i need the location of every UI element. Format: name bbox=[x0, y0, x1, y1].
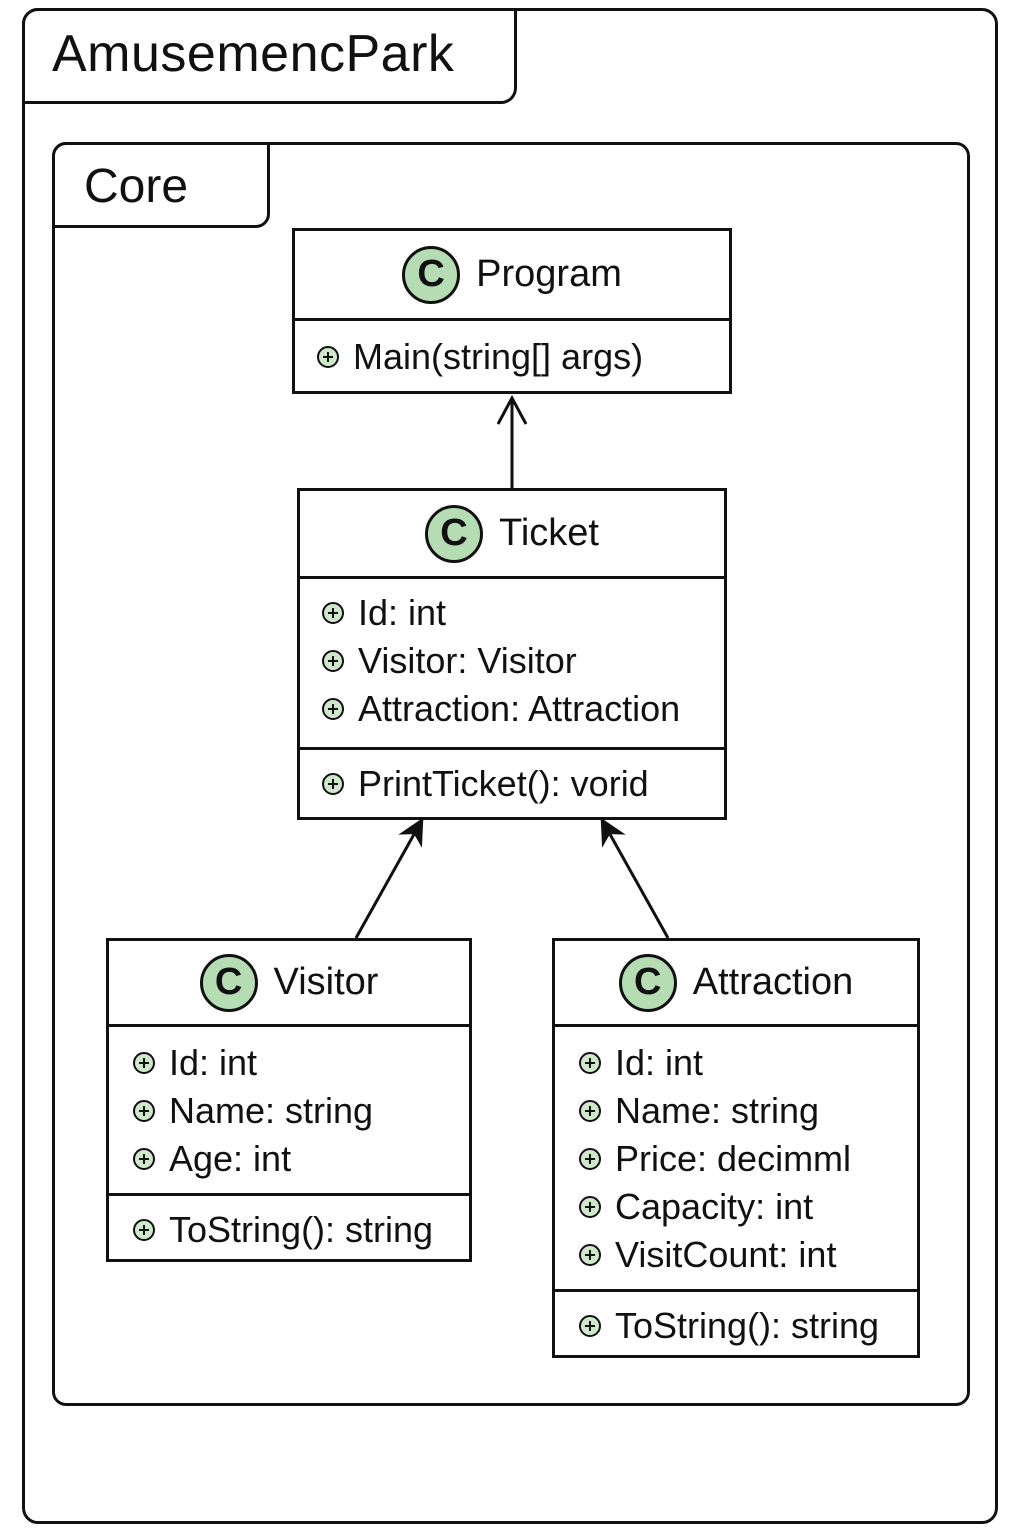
attributes-attraction: Id: int Name: string Price: decimml Capa… bbox=[555, 1027, 917, 1289]
method-row: Main(string[] args) bbox=[317, 333, 729, 381]
public-plus-icon bbox=[579, 1196, 601, 1218]
attribute-text: Id: int bbox=[169, 1042, 258, 1083]
class-header-program: C Program bbox=[295, 231, 729, 321]
public-plus-icon bbox=[579, 1052, 601, 1074]
method-text: Main(string[] args) bbox=[353, 336, 644, 377]
method-row: PrintTicket(): vorid bbox=[322, 760, 724, 808]
class-name-ticket: Ticket bbox=[499, 512, 599, 554]
public-plus-icon bbox=[322, 698, 344, 720]
package-title-amusemencpark: AmusemencPark bbox=[52, 25, 455, 83]
attribute-row: Age: int bbox=[133, 1135, 469, 1183]
attribute-row: Price: decimml bbox=[579, 1135, 917, 1183]
class-c-icon: C bbox=[618, 953, 677, 1012]
relation-visitor-ticket bbox=[354, 817, 424, 939]
class-name-attraction: Attraction bbox=[692, 961, 854, 1003]
class-name-visitor: Visitor bbox=[273, 961, 379, 1003]
class-header-ticket: C Ticket bbox=[300, 491, 724, 579]
class-ticket: C Ticket Id: int Visitor: Visitor Attrac… bbox=[297, 488, 727, 820]
package-core bbox=[52, 142, 970, 1406]
open-arrowhead-program bbox=[496, 394, 528, 425]
attribute-row: Attraction: Attraction bbox=[322, 685, 724, 733]
methods-visitor: ToString(): string bbox=[109, 1193, 469, 1254]
attribute-text: Name: string bbox=[615, 1090, 820, 1131]
attribute-row: Id: int bbox=[579, 1039, 917, 1087]
methods-attraction: ToString(): string bbox=[555, 1289, 917, 1350]
attribute-text: Capacity: int bbox=[615, 1186, 814, 1227]
attribute-text: Name: string bbox=[169, 1090, 374, 1131]
public-plus-icon bbox=[322, 602, 344, 624]
relation-attraction-ticket bbox=[600, 817, 670, 939]
method-text: PrintTicket(): vorid bbox=[358, 763, 649, 804]
method-row: ToString(): string bbox=[579, 1302, 917, 1350]
class-header-attraction: C Attraction bbox=[555, 941, 917, 1027]
package-tab-core bbox=[52, 142, 270, 228]
attribute-text: Id: int bbox=[358, 592, 447, 633]
public-plus-icon bbox=[579, 1148, 601, 1170]
public-plus-icon bbox=[133, 1148, 155, 1170]
public-plus-icon bbox=[133, 1219, 155, 1241]
attributes-ticket: Id: int Visitor: Visitor Attraction: Att… bbox=[300, 579, 724, 747]
class-visitor: C Visitor Id: int Name: string Age: int … bbox=[106, 938, 472, 1262]
public-plus-icon bbox=[579, 1315, 601, 1337]
package-tab-amusemencpark bbox=[22, 8, 517, 104]
class-header-visitor: C Visitor bbox=[109, 941, 469, 1027]
attribute-text: Id: int bbox=[615, 1042, 704, 1083]
attribute-row: Id: int bbox=[322, 589, 724, 637]
attribute-text: Price: decimml bbox=[615, 1138, 852, 1179]
attribute-row: Id: int bbox=[133, 1039, 469, 1087]
attribute-row: Visitor: Visitor bbox=[322, 637, 724, 685]
attribute-text: VisitCount: int bbox=[615, 1234, 837, 1275]
attribute-text: Age: int bbox=[169, 1138, 292, 1179]
attribute-text: Visitor: Visitor bbox=[358, 640, 577, 681]
public-plus-icon bbox=[322, 650, 344, 672]
class-c-icon: C bbox=[425, 504, 484, 563]
attribute-row: Name: string bbox=[133, 1087, 469, 1135]
public-plus-icon bbox=[579, 1244, 601, 1266]
class-attraction: C Attraction Id: int Name: string Price:… bbox=[552, 938, 920, 1358]
attribute-row: Capacity: int bbox=[579, 1183, 917, 1231]
public-plus-icon bbox=[317, 346, 339, 368]
attribute-row: VisitCount: int bbox=[579, 1231, 917, 1279]
public-plus-icon bbox=[133, 1052, 155, 1074]
package-title-core: Core bbox=[84, 160, 189, 213]
methods-ticket: PrintTicket(): vorid bbox=[300, 747, 724, 808]
attribute-row: Name: string bbox=[579, 1087, 917, 1135]
public-plus-icon bbox=[133, 1100, 155, 1122]
class-name-program: Program bbox=[476, 253, 622, 295]
public-plus-icon bbox=[579, 1100, 601, 1122]
methods-program: Main(string[] args) bbox=[295, 321, 729, 381]
method-text: ToString(): string bbox=[615, 1305, 880, 1346]
class-c-icon: C bbox=[199, 953, 258, 1012]
public-plus-icon bbox=[322, 773, 344, 795]
method-text: ToString(): string bbox=[169, 1209, 434, 1250]
class-c-icon: C bbox=[402, 245, 461, 304]
method-row: ToString(): string bbox=[133, 1206, 469, 1254]
attribute-text: Attraction: Attraction bbox=[358, 688, 681, 729]
class-program: C Program Main(string[] args) bbox=[292, 228, 732, 394]
attributes-visitor: Id: int Name: string Age: int bbox=[109, 1027, 469, 1193]
